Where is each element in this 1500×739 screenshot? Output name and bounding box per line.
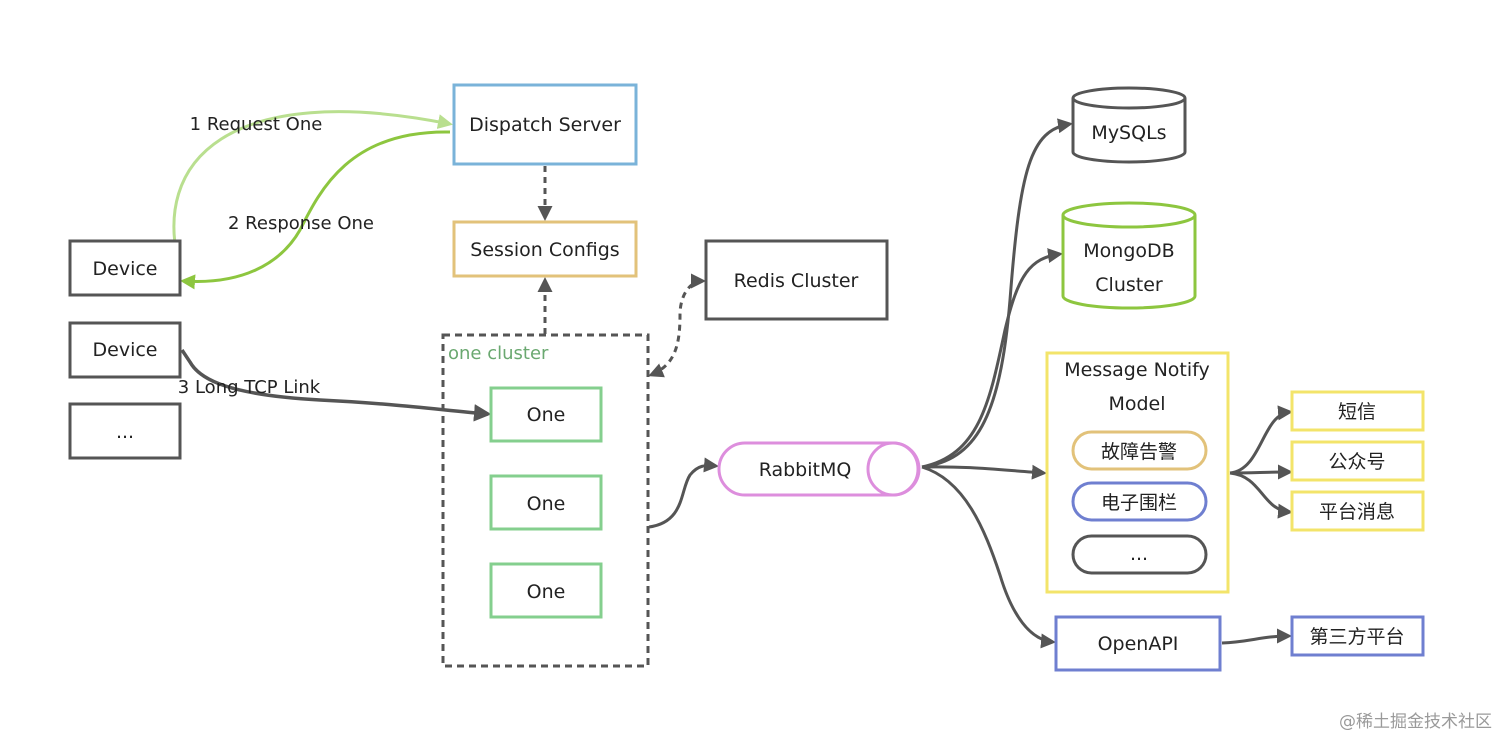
device-node: Device [68,321,182,379]
one-label: One [527,404,566,426]
edge-tcp-link-label: 3 Long TCP Link [178,377,321,398]
message-notify-model-node: Message Notify Model 故障告警 电子围栏 ... [1045,351,1230,594]
edge-response [180,130,451,290]
channel-label: 公众号 [1328,451,1385,473]
edge-openapi-thirdparty [1221,628,1292,645]
one-label: One [527,581,566,603]
redis-cluster-label: Redis Cluster [734,270,859,292]
edge-request-label: 1 Request One [190,114,323,135]
channel-sms-node: 短信 [1290,390,1425,432]
watermark: @稀土掘金技术社区 [1339,712,1492,732]
mysql-label: MySQLs [1091,122,1166,144]
edge-rabbitmq-notify [921,464,1047,480]
third-party-label: 第三方平台 [1309,626,1404,648]
mongodb-label-line2: Cluster [1095,274,1163,296]
edge-notify-platform [1229,471,1293,519]
device-label: Device [93,258,158,280]
device-node: Device [68,239,182,297]
notify-item-label: 电子围栏 [1101,492,1177,514]
channel-label: 平台消息 [1319,501,1395,523]
edge-request [172,110,453,269]
notify-item-label: ... [1130,543,1148,565]
edge-rabbitmq-mongodb [921,248,1063,469]
channel-label: 短信 [1338,401,1376,423]
dispatch-server-node: Dispatch Server [452,83,638,166]
notify-item-fault-alarm [1071,430,1208,471]
one-cluster-label: one cluster [448,343,549,364]
openapi-node: OpenAPI [1054,615,1222,672]
notify-item-more [1071,534,1208,575]
one-cluster-container: one cluster [441,333,650,668]
channel-platform-message-node: 平台消息 [1290,490,1425,532]
session-configs-node: Session Configs [452,220,638,278]
edge-response-label: 2 Response One [228,213,374,234]
mongodb-database-node: MongoDB Cluster [1061,201,1197,310]
redis-cluster-node: Redis Cluster [704,239,889,321]
notify-title-line2: Model [1108,393,1165,415]
edge-redis-cluster [648,273,706,378]
device-more-node: ... [68,402,182,460]
device-more-label: ... [116,421,134,443]
notify-item-geofence [1071,481,1208,522]
channel-official-account-node: 公众号 [1290,440,1425,482]
notify-title-line1: Message Notify [1064,359,1209,381]
one-node: One [489,474,603,531]
edge-cluster-rabbitmq [648,457,719,529]
edge-rabbitmq-openapi [921,465,1056,649]
rabbitmq-queue-node: RabbitMQ [717,441,921,497]
one-node: One [489,386,603,443]
third-party-platform-node: 第三方平台 [1290,615,1425,657]
dispatch-server-label: Dispatch Server [469,114,621,136]
notify-item-label: 故障告警 [1101,441,1177,463]
one-label: One [527,493,566,515]
session-configs-label: Session Configs [470,239,619,261]
mongodb-label-line1: MongoDB [1083,240,1174,262]
edge-notify-sms [1229,405,1293,475]
rabbitmq-label: RabbitMQ [759,459,852,481]
openapi-label: OpenAPI [1098,633,1179,655]
edge-notify-official [1229,464,1293,480]
edge-rabbitmq-mysql [921,118,1073,469]
mysql-database-node: MySQLs [1071,86,1187,164]
device-label: Device [93,339,158,361]
one-node: One [489,562,603,619]
